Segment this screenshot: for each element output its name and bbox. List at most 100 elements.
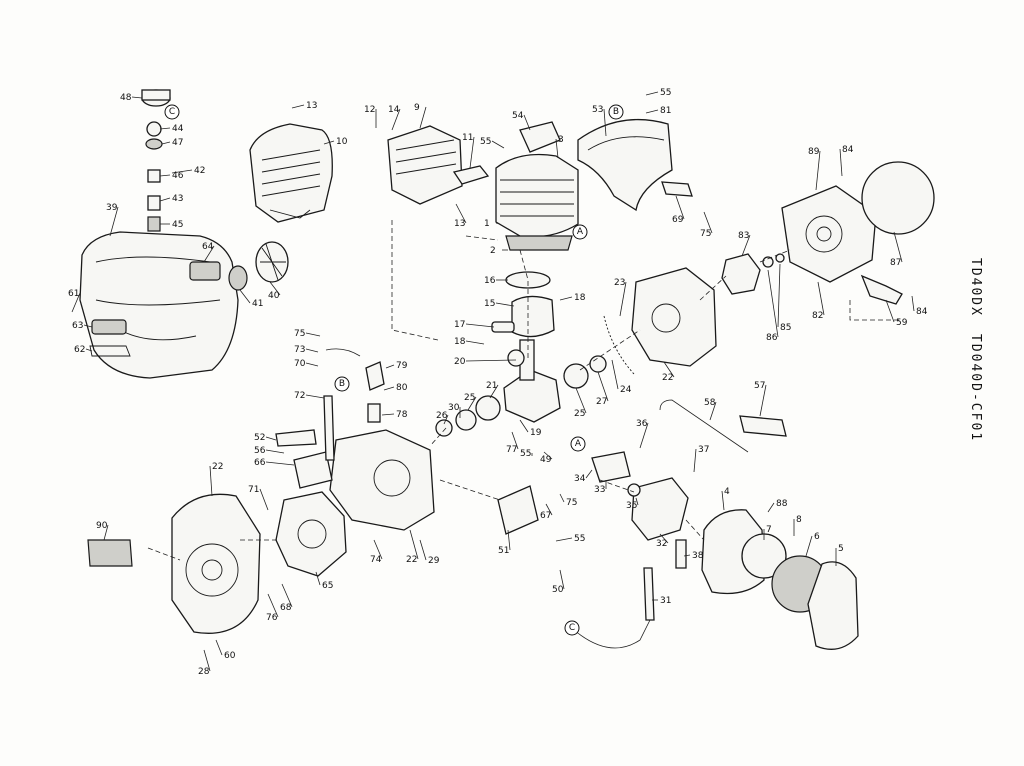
part-number-42: 42 bbox=[194, 166, 205, 176]
leader-line-60 bbox=[215, 639, 223, 656]
leader-line-86 bbox=[767, 269, 779, 338]
leader-line-22 bbox=[409, 529, 419, 560]
disc-shape bbox=[861, 161, 935, 235]
part-number-87: 87 bbox=[890, 258, 901, 268]
part-number-4: 4 bbox=[724, 487, 730, 497]
part-number-77: 77 bbox=[506, 445, 517, 455]
leader-line-25 bbox=[467, 396, 477, 411]
leader-line-54 bbox=[523, 114, 531, 131]
part-number-46: 46 bbox=[172, 171, 184, 181]
leader-line-84 bbox=[839, 148, 843, 177]
leader-line-66 bbox=[265, 461, 295, 466]
leader-line-62 bbox=[85, 348, 93, 352]
leader-line-38 bbox=[683, 554, 691, 557]
part-number-27: 27 bbox=[596, 397, 607, 407]
part-number-25: 25 bbox=[574, 409, 585, 419]
part-number-30: 30 bbox=[448, 403, 460, 413]
leader-line-87 bbox=[893, 231, 903, 263]
reference-circle-c bbox=[564, 620, 580, 636]
part-number-53: 53 bbox=[592, 105, 603, 115]
part-number-38: 38 bbox=[692, 551, 704, 561]
leader-line-29 bbox=[419, 539, 427, 561]
part-number-55: 55 bbox=[660, 88, 671, 98]
part-number-84: 84 bbox=[842, 145, 854, 155]
leader-line-18 bbox=[559, 296, 573, 301]
piston-shape bbox=[511, 295, 555, 338]
leader-line-90 bbox=[103, 524, 109, 541]
part-number-41: 41 bbox=[252, 299, 263, 309]
reference-circle-b bbox=[334, 376, 350, 392]
leader-line-79 bbox=[385, 364, 395, 369]
leader-line-28 bbox=[203, 649, 211, 672]
part-number-69: 69 bbox=[672, 215, 684, 225]
part-number-39: 39 bbox=[106, 203, 118, 213]
part-number-86: 86 bbox=[766, 333, 778, 343]
carburetor-shape bbox=[631, 477, 689, 541]
part-number-85: 85 bbox=[780, 323, 791, 333]
leader-line-51 bbox=[507, 529, 511, 551]
part-number-36: 36 bbox=[636, 419, 648, 429]
part-number-72: 72 bbox=[294, 391, 305, 401]
leader-line-26 bbox=[443, 414, 449, 425]
leader-line-68 bbox=[281, 583, 293, 608]
leader-line-80 bbox=[383, 386, 395, 391]
part-number-19: 19 bbox=[530, 428, 542, 438]
part-number-22: 22 bbox=[662, 373, 673, 383]
part-number-21: 21 bbox=[486, 381, 497, 391]
leader-line-82 bbox=[817, 281, 825, 316]
leader-line-35 bbox=[635, 497, 639, 506]
leader-line-46 bbox=[159, 174, 171, 177]
reference-letter-b: B bbox=[613, 107, 619, 117]
top-cover-shape bbox=[577, 118, 673, 212]
leader-line-77 bbox=[511, 431, 519, 450]
leader-line-49 bbox=[543, 451, 553, 460]
part-number-20: 20 bbox=[454, 357, 466, 367]
part-number-12: 12 bbox=[364, 105, 375, 115]
leader-line-89 bbox=[815, 150, 821, 191]
clutch-housing-shape bbox=[781, 185, 877, 283]
part-number-48: 48 bbox=[120, 93, 132, 103]
part-number-82: 82 bbox=[812, 311, 823, 321]
leader-line-56 bbox=[265, 449, 285, 454]
air-cleaner-cover-shape bbox=[807, 561, 859, 650]
reference-circle-c bbox=[164, 104, 180, 120]
part-number-18: 18 bbox=[454, 337, 466, 347]
leader-line-71 bbox=[259, 488, 269, 511]
leader-line-75 bbox=[559, 493, 565, 503]
reference-letter-a: A bbox=[577, 227, 584, 237]
part-number-18: 18 bbox=[574, 293, 586, 303]
leader-line-13 bbox=[455, 203, 467, 224]
part-number-60: 60 bbox=[224, 651, 236, 661]
leader-line-42 bbox=[171, 169, 193, 174]
leader-line-75 bbox=[305, 332, 321, 337]
leader-line-81 bbox=[645, 109, 659, 114]
part-number-35: 35 bbox=[626, 501, 637, 511]
part-number-10: 10 bbox=[336, 137, 348, 147]
leader-line-37 bbox=[693, 448, 697, 473]
leader-line-34 bbox=[585, 469, 593, 479]
reference-letter-c: C bbox=[169, 107, 175, 117]
part-number-31: 31 bbox=[660, 596, 671, 606]
reference-letter-a: A bbox=[575, 439, 582, 449]
leader-line-19 bbox=[519, 419, 529, 433]
part-number-80: 80 bbox=[396, 383, 408, 393]
part-number-14: 14 bbox=[388, 105, 400, 115]
leader-line-58 bbox=[709, 401, 717, 421]
flywheel-shape bbox=[275, 491, 347, 577]
leader-line-84 bbox=[911, 295, 915, 312]
leader-line-52 bbox=[265, 436, 277, 441]
part-number-1: 1 bbox=[484, 219, 490, 229]
leader-line-27 bbox=[597, 371, 609, 402]
part-number-59: 59 bbox=[896, 318, 908, 328]
part-number-43: 43 bbox=[172, 194, 183, 204]
shaft-shape bbox=[739, 415, 787, 437]
part-number-55: 55 bbox=[480, 137, 491, 147]
part-number-9: 9 bbox=[414, 103, 420, 113]
part-number-71: 71 bbox=[248, 485, 259, 495]
part-number-58: 58 bbox=[704, 398, 716, 408]
leader-line-63 bbox=[83, 324, 93, 328]
model-code-1: TD40DX bbox=[968, 258, 983, 317]
part-number-79: 79 bbox=[396, 361, 408, 371]
leader-line-88 bbox=[767, 502, 775, 513]
